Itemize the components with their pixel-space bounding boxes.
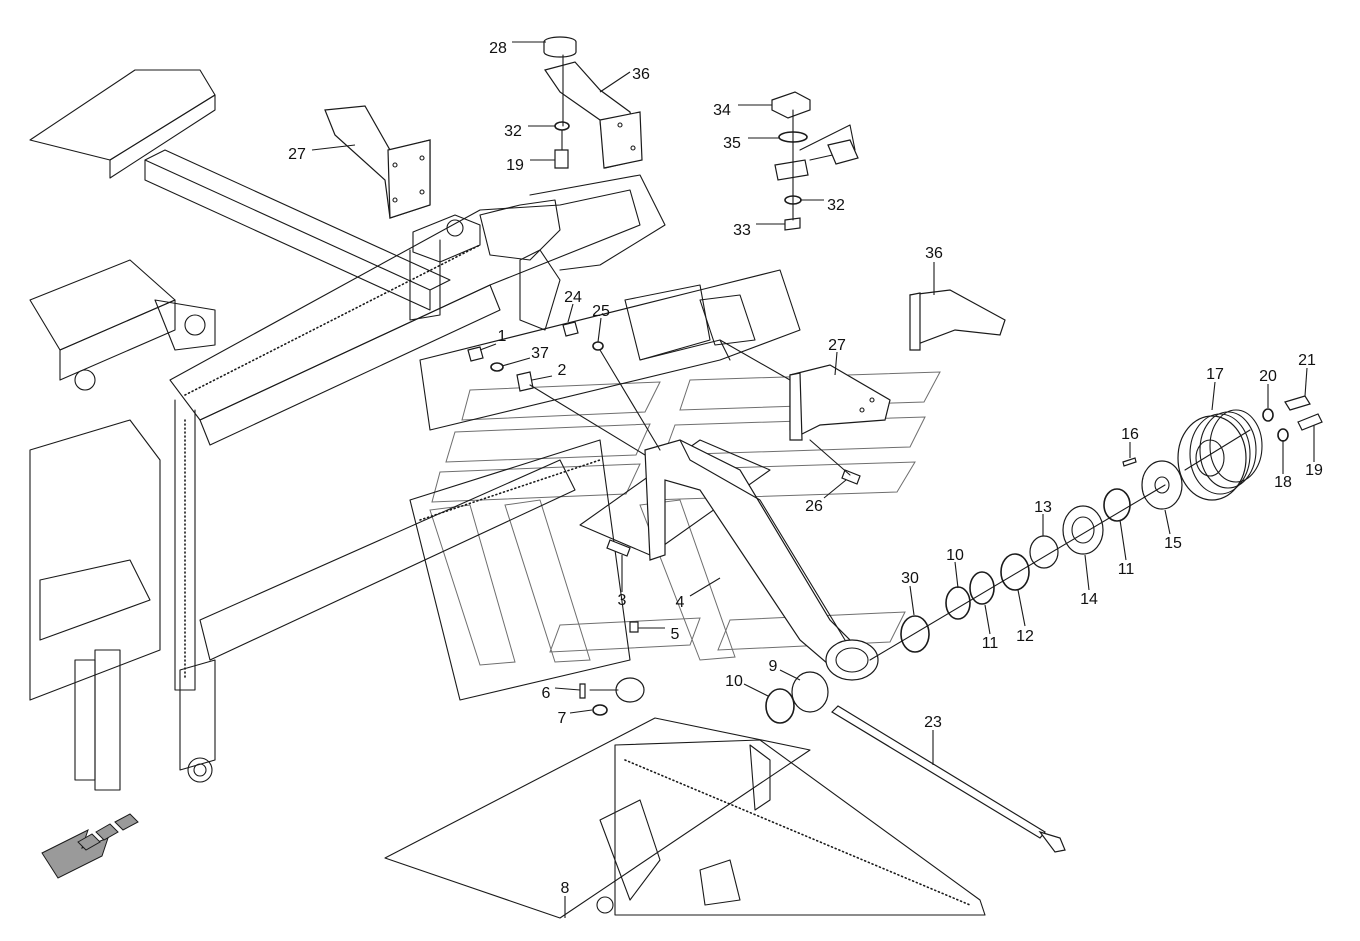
callout-number: 28 — [489, 40, 507, 57]
callout-leader — [479, 343, 497, 351]
callout-leader — [567, 303, 574, 323]
callout-number: 19 — [1305, 462, 1323, 479]
callout-number: 23 — [924, 714, 942, 731]
callout-leader — [743, 683, 769, 697]
callout-leader — [531, 375, 553, 381]
callout-leader — [909, 585, 915, 616]
callout-number: 21 — [1298, 352, 1316, 369]
callout-number: 36 — [632, 66, 650, 83]
callout-leader — [597, 317, 602, 343]
callout-number: 27 — [288, 146, 306, 163]
callout-number: 2 — [558, 362, 567, 379]
callout-leader — [834, 351, 838, 376]
callout-number: 11 — [982, 635, 999, 652]
machine-frame — [29, 69, 986, 919]
callout-number: 35 — [723, 135, 741, 152]
callout-number: 10 — [946, 547, 964, 564]
callout-number: 11 — [1118, 561, 1135, 578]
callout-number: 1 — [498, 328, 507, 345]
callout-leader — [1017, 589, 1026, 627]
callout-number: 32 — [827, 197, 845, 214]
callout-number: 26 — [805, 498, 823, 515]
callout-number: 33 — [733, 222, 751, 239]
callout-leader — [1211, 381, 1216, 411]
callout-number: 19 — [506, 157, 524, 174]
callout-leader — [1304, 367, 1308, 397]
callout-number: 6 — [542, 685, 551, 702]
callout-number: 16 — [1121, 426, 1139, 443]
callout-leader — [1119, 519, 1127, 561]
callout-labels: 2836273432351932333624251372271721201618… — [288, 40, 1323, 918]
callout-leader — [554, 687, 581, 691]
callout-leader — [1084, 554, 1090, 591]
callout-number: 10 — [725, 673, 743, 690]
callout-leader — [569, 709, 593, 714]
callout-number: 37 — [531, 345, 549, 362]
callout-leader — [954, 561, 959, 589]
callout-number: 32 — [504, 123, 522, 140]
callout-number: 4 — [676, 594, 685, 611]
callout-number: 12 — [1016, 628, 1034, 645]
callout-number: 18 — [1274, 474, 1292, 491]
callout-number: 17 — [1206, 366, 1224, 383]
callout-number: 25 — [592, 303, 610, 320]
callout-leader — [599, 71, 631, 93]
callout-number: 24 — [564, 289, 582, 306]
callout-number: 9 — [769, 658, 778, 675]
callout-number: 13 — [1034, 499, 1052, 516]
callout-leader — [823, 479, 847, 499]
callout-number: 14 — [1080, 591, 1098, 608]
callout-leader — [689, 577, 721, 597]
callout-number: 15 — [1164, 535, 1182, 552]
callout-leader — [1164, 509, 1171, 535]
callout-number: 36 — [925, 245, 943, 262]
callout-number: 3 — [618, 592, 627, 609]
callout-leader — [779, 669, 801, 681]
callout-number: 34 — [713, 102, 731, 119]
callout-number: 30 — [901, 570, 919, 587]
callout-leader — [311, 144, 356, 151]
callout-number: 5 — [671, 626, 680, 643]
direction-arrow — [41, 813, 139, 879]
parts — [324, 36, 1323, 853]
callout-number: 8 — [561, 880, 570, 897]
callout-number: 20 — [1259, 368, 1277, 385]
callout-leader — [501, 357, 531, 367]
callout-number: 7 — [558, 710, 567, 727]
callout-leader — [984, 604, 991, 635]
callout-number: 27 — [828, 337, 846, 354]
